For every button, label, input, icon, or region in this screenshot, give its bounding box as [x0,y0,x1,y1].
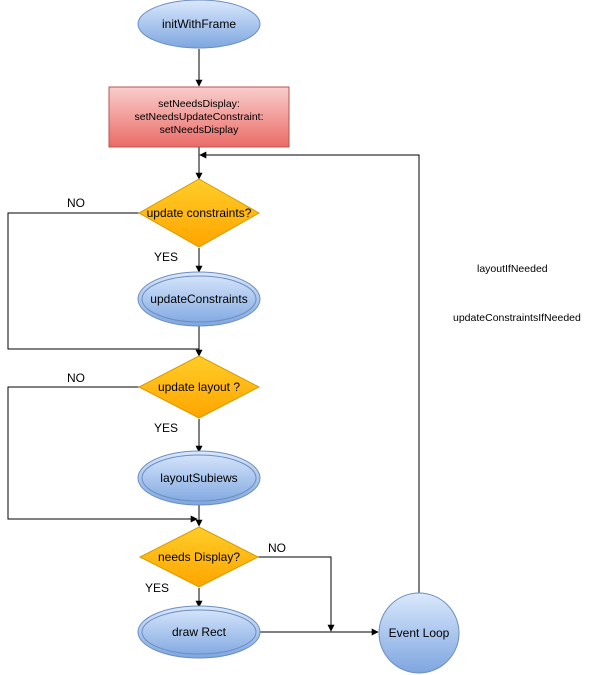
edge-constraints-q-no [7,212,199,350]
edge-label-no-constraints: NO [67,195,85,210]
layout-subviews-node-label: layoutSubiews [160,470,238,485]
constraints-decision-label: update constraints? [146,205,252,220]
display-decision-label: needs Display? [157,549,241,564]
init-node-shape [137,0,261,49]
draw-rect-node-inner [141,609,257,655]
update-constraints-node-label: updateConstraints [150,291,248,306]
setneeds-line-3: setNeedsDisplay [159,123,239,136]
setneeds-node-shape [108,86,290,148]
note-layout-if-needed: layoutIfNeeded [477,262,548,275]
layout-subviews-node-inner [141,454,257,502]
event-loop-node-label: Event Loop [388,625,450,640]
draw-rect-node-label: draw Rect [171,624,227,639]
layout-decision-label: update layout ? [157,379,241,394]
edge-label-no-display: NO [268,540,286,555]
setneeds-line-1: setNeedsDisplay: [158,97,240,110]
edge-label-yes-layout: YES [154,420,179,435]
edge-layout-q-no [7,386,198,523]
update-constraints-node-inner [141,275,257,323]
init-node-label: initWithFrame [161,16,236,31]
draw-rect-node-shape [137,605,261,659]
constraints-decision-shape [137,178,261,248]
edge-label-yes-constraints: YES [154,249,179,264]
edge-label-no-layout: NO [67,370,85,385]
setneeds-node-label: setNeedsDisplay: setNeedsUpdateConstrain… [109,87,289,147]
note-update-constraints-if-needed: updateConstraintsIfNeeded [453,311,581,324]
setneeds-line-2: setNeedsUpdateConstraint: [134,110,264,123]
layout-decision-shape [137,355,261,419]
event-loop-node-shape [378,592,460,674]
layout-subviews-node-shape [137,450,261,506]
display-decision-shape [138,526,260,588]
edge-label-yes-display: YES [145,580,170,595]
update-constraints-node-shape [137,271,261,327]
edge-eventloop-back [199,151,420,603]
edge-display-q-no [258,556,335,632]
